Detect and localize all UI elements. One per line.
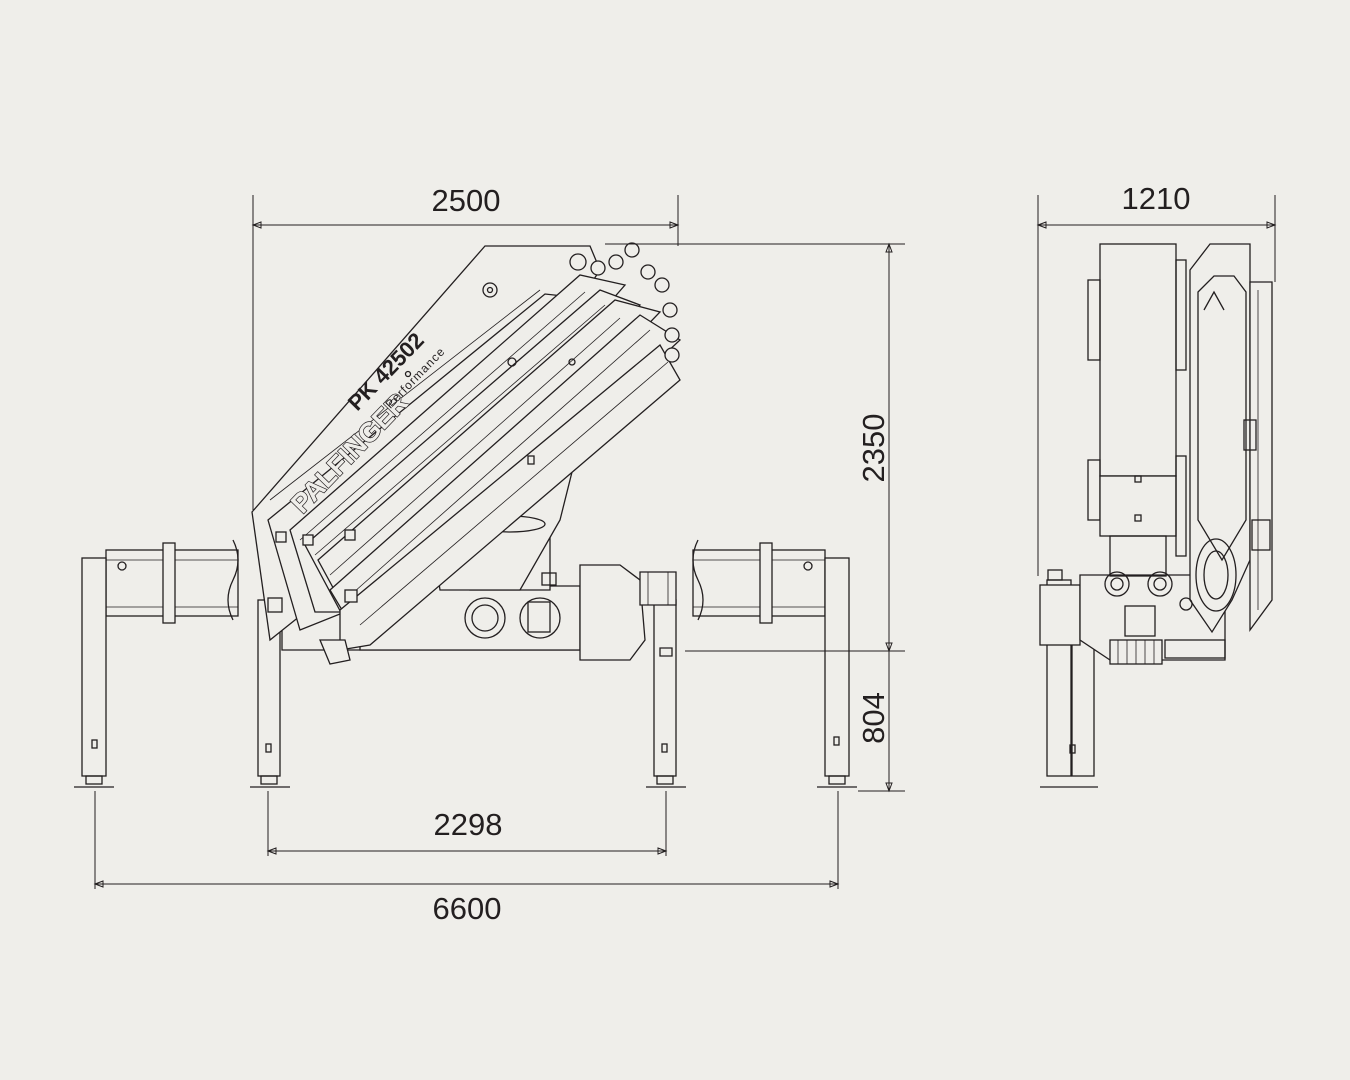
side-base [1079, 571, 1226, 665]
side-stabilizer-leg [1039, 569, 1098, 788]
outrigger-leg-outer-right [817, 557, 857, 788]
outrigger-leg-inner-right [646, 599, 686, 788]
dim-boom-width: 2500 [251, 183, 680, 510]
side-column [1087, 243, 1187, 577]
outrigger-leg-outer-left [74, 557, 114, 788]
dim-side-width: 1210 [1036, 181, 1277, 576]
dim-label-side-width: 1210 [1122, 181, 1191, 216]
dim-label-height-total: 2350 [856, 414, 891, 483]
front-view: PALFINGER PK 42502 Performance 2500 2350 [74, 183, 905, 926]
dim-inner-span: 2298 [266, 791, 668, 856]
dim-label-outrigger-height: 804 [856, 692, 891, 744]
dim-height-total: 2350 [605, 242, 905, 653]
dim-label-inner-span: 2298 [434, 807, 503, 842]
left-outrigger-beam [105, 539, 239, 624]
knuckle-boom [251, 242, 682, 665]
right-outrigger-beam [692, 539, 826, 624]
outrigger-leg-inner-left [250, 599, 290, 788]
dim-outer-span: 6600 [93, 791, 840, 926]
dim-label-boom-width: 2500 [432, 183, 501, 218]
dim-outrigger-height: 804 [856, 651, 905, 793]
side-boom [1179, 243, 1273, 634]
side-view: 1210 [1036, 181, 1277, 788]
dim-label-outer-span: 6600 [433, 891, 502, 926]
